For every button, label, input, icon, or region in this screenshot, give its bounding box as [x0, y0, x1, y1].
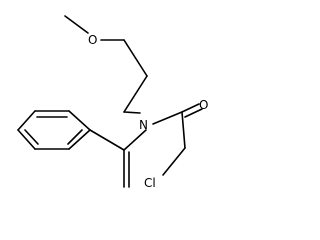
bond-n-carbonyl-c	[152, 111, 183, 125]
bond-ring-6	[68, 129, 91, 150]
bond-carbonyl-double-1	[181, 103, 200, 113]
bond-methyl-methoxy-o	[64, 15, 89, 34]
bond-ring-3	[17, 110, 36, 131]
chlorine-label: Cl	[144, 176, 156, 190]
bond-ring-inner-3	[67, 129, 83, 145]
bond-carbonyl-double-2	[184, 108, 203, 118]
bond-propyl-c1-c2	[123, 39, 148, 77]
bond-ring-4	[17, 129, 36, 150]
chemical-structure-canvas: O N O Cl	[17, 15, 209, 190]
methoxy-oxygen-label: O	[88, 33, 97, 47]
bond-ch2-cl	[162, 147, 186, 176]
bond-n-vinyl-c	[123, 129, 147, 151]
carbonyl-oxygen-label: O	[199, 98, 208, 112]
bond-propyl-c3-n	[123, 111, 141, 114]
bond-vinyl-phenyl	[89, 129, 125, 151]
bond-carbonyl-ch2	[181, 111, 186, 149]
bond-propyl-c2-c3	[123, 75, 148, 113]
amide-nitrogen-label: N	[139, 118, 148, 132]
bond-ring-1	[68, 110, 91, 131]
molecule-drawing: O N O Cl	[17, 15, 208, 190]
bond-ring-inner-2	[24, 129, 39, 145]
